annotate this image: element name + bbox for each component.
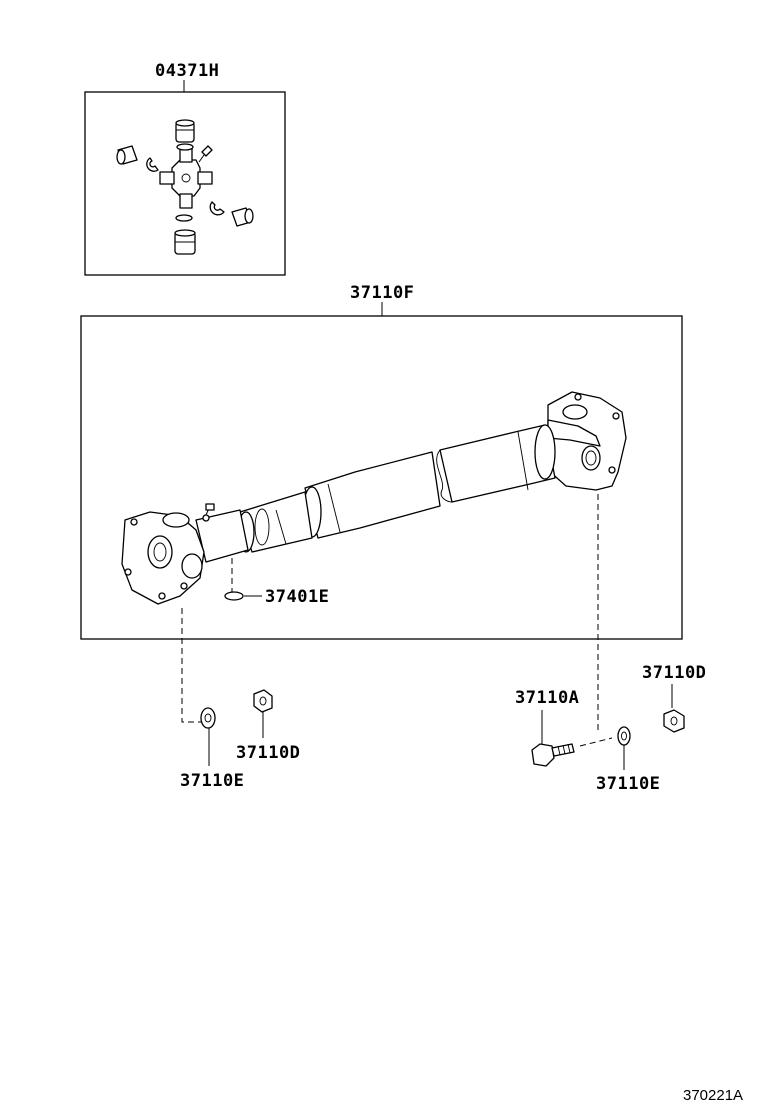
label-snap-ring[interactable]: 37401E [265,587,329,607]
snap-ring-top-icon [176,143,194,151]
washer-front-icon [200,707,216,729]
bearing-cup-bottom-icon [174,229,196,255]
bearing-cup-right-icon [231,207,254,227]
snap-ring-left-icon [146,157,159,172]
snap-ring-icon [224,591,244,601]
illustration-reference: 370221A [683,1087,743,1104]
bolt-icon [531,743,575,767]
nut-rear-icon [663,709,685,733]
washer-rear-icon [617,726,631,746]
rear-tube-icon [436,424,556,503]
label-washer-rear[interactable]: 37110E [596,774,660,794]
spider-cross-icon [159,147,213,209]
rear-fasteners-group: 37110A 37110E 37110D [515,494,706,794]
label-nut-front[interactable]: 37110D [236,743,300,763]
bearing-cup-top-icon [175,119,195,143]
front-fasteners-group: 37110E 37110D [180,608,300,791]
leader-rear-bolt [579,737,613,747]
snap-ring-callout-group: 37401E [224,558,329,607]
sleeve-yoke-icon [195,503,249,563]
bearing-cup-left-icon [116,145,138,165]
front-flange-yoke-icon [121,511,205,605]
snap-ring-right-icon [209,201,225,216]
label-shaft-assembly[interactable]: 37110F [350,283,414,303]
grease-fitting-icon [198,145,213,163]
spider-kit-group: 04371H [84,61,286,276]
spider-kit-frame [84,91,286,276]
shaft-assembly-group: 37110F [80,283,683,640]
leader-front-flange [181,608,202,723]
front-tube-icon [302,451,441,539]
rear-flange-yoke-icon [547,391,627,491]
label-nut-rear[interactable]: 37110D [642,663,706,683]
slip-joint-icon [237,491,313,553]
shaft-assembly-frame [80,315,683,640]
label-spider-kit[interactable]: 04371H [155,61,219,81]
nut-front-icon [253,689,273,713]
snap-ring-bottom-icon [175,214,193,222]
label-washer-front[interactable]: 37110E [180,771,244,791]
label-bolt[interactable]: 37110A [515,688,579,708]
